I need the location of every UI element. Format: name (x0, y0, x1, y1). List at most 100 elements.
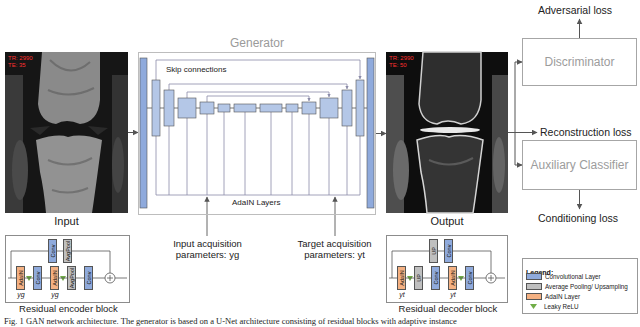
layer-name: AdaIN (399, 270, 405, 285)
layer-bar: Conv (431, 266, 440, 290)
legend-text: Leaky ReLU (544, 302, 579, 311)
acquisition-text: TR: 2990 (389, 55, 414, 62)
input-mri-image (88, 126, 108, 135)
loss-label: Conditioning loss (538, 212, 618, 224)
layer-bar: Conv (33, 266, 42, 290)
node-label: Output (386, 215, 508, 228)
layer-bar: UP (429, 239, 438, 263)
loss-arrow (515, 132, 537, 133)
parameter-label: Input acquisition parameters: yg (160, 238, 255, 260)
leaky-relu-triangle (458, 276, 464, 281)
legend-box: Legend:Convolutional LayerAverage Poolin… (522, 258, 638, 314)
flow-arrow (376, 133, 386, 134)
layer-bar: AdaIN (50, 266, 59, 290)
loss-label: Adversarial loss (538, 4, 612, 16)
layer-name: UP (416, 274, 422, 282)
parameter-arrow (335, 197, 336, 236)
legend-swatch (526, 273, 542, 280)
layer-bar: Conv (444, 239, 453, 263)
layer-bar: AdaIN (16, 266, 25, 290)
node-label: Auxiliary Classifier (526, 158, 632, 172)
leaky-relu-triangle (26, 276, 32, 281)
output-mri-image (386, 52, 508, 213)
output-mri-image (417, 136, 483, 213)
input-mri-image (112, 137, 124, 193)
layer-name: Conv (35, 272, 41, 285)
node-label: Discriminator (540, 55, 618, 69)
acquisition-text: TE: 35 (8, 62, 26, 69)
unet-diagram (207, 96, 309, 102)
output-mri-image (419, 52, 481, 124)
layer-name: Conv (50, 245, 56, 258)
legend-heading-row: Legend: (526, 261, 634, 271)
annotation-label: AdaIN Layers (232, 198, 280, 207)
input-mri-image (30, 126, 50, 135)
layer-bar: Conv (84, 266, 93, 290)
signal-line (423, 278, 431, 279)
leaky-relu-triangle (60, 276, 66, 281)
input-mri-image (5, 52, 128, 213)
acquisition-text: TR: 2990 (8, 55, 33, 62)
unet-diagram (140, 58, 147, 208)
network-box: Discriminator (522, 38, 637, 86)
output-mri-image (420, 127, 480, 133)
unet-diagram (356, 80, 364, 136)
parameter-symbol: yg (16, 291, 26, 299)
output-mri-image (393, 140, 409, 200)
loss-arrow (579, 190, 580, 209)
annotation-label: Skip connections (166, 65, 226, 74)
unet-diagram (164, 90, 174, 126)
unet-diagram (200, 102, 214, 114)
output-mri-image (386, 52, 508, 213)
legend-swatch (526, 293, 542, 300)
unet-diagram (178, 98, 196, 118)
unet-diagram (234, 104, 256, 112)
generator-box: Generator (138, 52, 376, 215)
layer-name: UP (431, 247, 437, 255)
unet-diagram (140, 58, 374, 208)
layer-bar: Conv (48, 239, 57, 263)
layer-name: AdaIN (18, 270, 24, 285)
layer-name: Conv (433, 272, 439, 285)
legend-row: Convolutional Layer (526, 271, 634, 281)
output-mri-image (492, 75, 508, 213)
block-wiring (105, 273, 115, 283)
legend-triangle (530, 304, 537, 309)
input-mri-image (48, 60, 94, 95)
layer-bar: AdaIN (448, 266, 457, 290)
layer-name: Conv (467, 272, 473, 285)
unet-diagram (286, 104, 298, 112)
signal-line (440, 278, 448, 279)
parameter-arrow (207, 197, 335, 236)
unet-diagram (156, 112, 360, 195)
layer-bar: AvgPool (67, 266, 76, 290)
layer-bar: AvgPool (63, 239, 72, 263)
legend-row: AdaIN Layer (526, 291, 634, 301)
signal-line (25, 278, 33, 279)
parameter-symbol: yt (448, 291, 458, 299)
block-wiring (486, 273, 496, 283)
layer-name: AdaIN (52, 270, 58, 285)
signal-line (42, 278, 50, 279)
node-label: Residual encoder block (0, 303, 146, 314)
acquisition-text: TE: 50 (389, 62, 407, 69)
parameter-label: Target acquisition parameters: yt (287, 238, 382, 260)
unet-diagram (218, 104, 230, 112)
legend-swatch (526, 283, 542, 290)
parameter-arrow (207, 197, 208, 236)
unet-diagram (187, 92, 329, 98)
legend-row: Average Pooling/ Upsampling (526, 281, 634, 291)
flow-arrow (128, 132, 138, 133)
signal-line (59, 278, 67, 279)
network-box: Auxiliary Classifier (522, 140, 637, 190)
input-mri-image (112, 75, 128, 213)
unet-diagram (152, 80, 160, 136)
parameter-symbol: yt (397, 291, 407, 299)
unet-diagram (156, 60, 360, 80)
input-mri-image (5, 52, 128, 213)
signal-line (76, 278, 84, 279)
layer-bar: UP (414, 266, 423, 290)
legend-text: Average Pooling/ Upsampling (545, 282, 628, 291)
unet-diagram (260, 104, 282, 112)
